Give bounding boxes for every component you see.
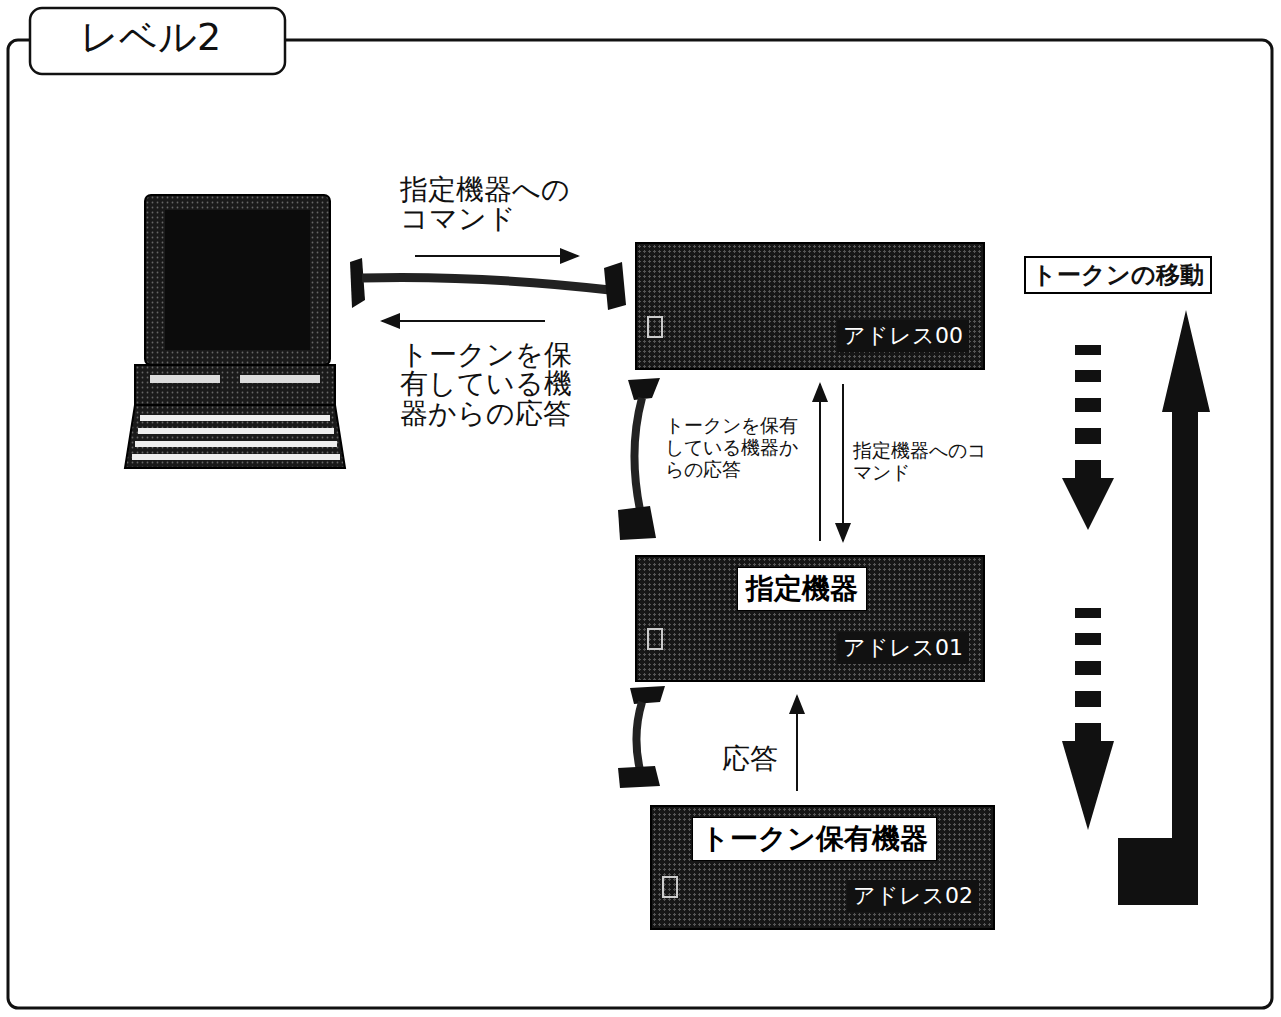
token-up-arrow — [1118, 310, 1210, 905]
label-box: トークンの移動 — [1024, 256, 1212, 294]
device-tag: トークン保有機器 — [692, 817, 937, 861]
device-box: トークン保有機器アドレス02 — [650, 805, 995, 930]
token-down-arrow — [1062, 345, 1114, 830]
front-panel — [647, 628, 663, 650]
edge-label: トークンを保有している機器からの応答 — [665, 415, 810, 481]
cable — [618, 378, 660, 540]
device-box: アドレス00 — [635, 242, 985, 370]
arrow-label: トークンを保有している機器からの応答 — [400, 340, 578, 428]
response-arrow — [382, 320, 545, 322]
edge-label: 応答 — [722, 743, 782, 775]
address-label: アドレス00 — [837, 320, 969, 352]
cable — [350, 258, 626, 310]
connector — [819, 384, 821, 541]
title: レベル2 — [80, 16, 221, 60]
edge-label: 指定機器へのコマンド — [853, 440, 998, 484]
box-text: トークンの移動 — [1026, 258, 1210, 292]
address-label: アドレス01 — [837, 632, 969, 664]
outer-frame — [8, 40, 1272, 1008]
connector — [842, 384, 844, 541]
device-tag: 指定機器 — [737, 567, 867, 611]
arrow-label: 指定機器へのコマンド — [400, 175, 585, 234]
connector — [796, 696, 798, 791]
computer-illustration — [125, 195, 345, 468]
command-arrow — [415, 255, 578, 257]
front-panel — [647, 316, 663, 338]
address-label: アドレス02 — [847, 880, 979, 912]
front-panel — [662, 876, 678, 898]
device-box: 指定機器アドレス01 — [635, 555, 985, 682]
title-tab — [30, 8, 285, 74]
cable — [618, 686, 665, 788]
